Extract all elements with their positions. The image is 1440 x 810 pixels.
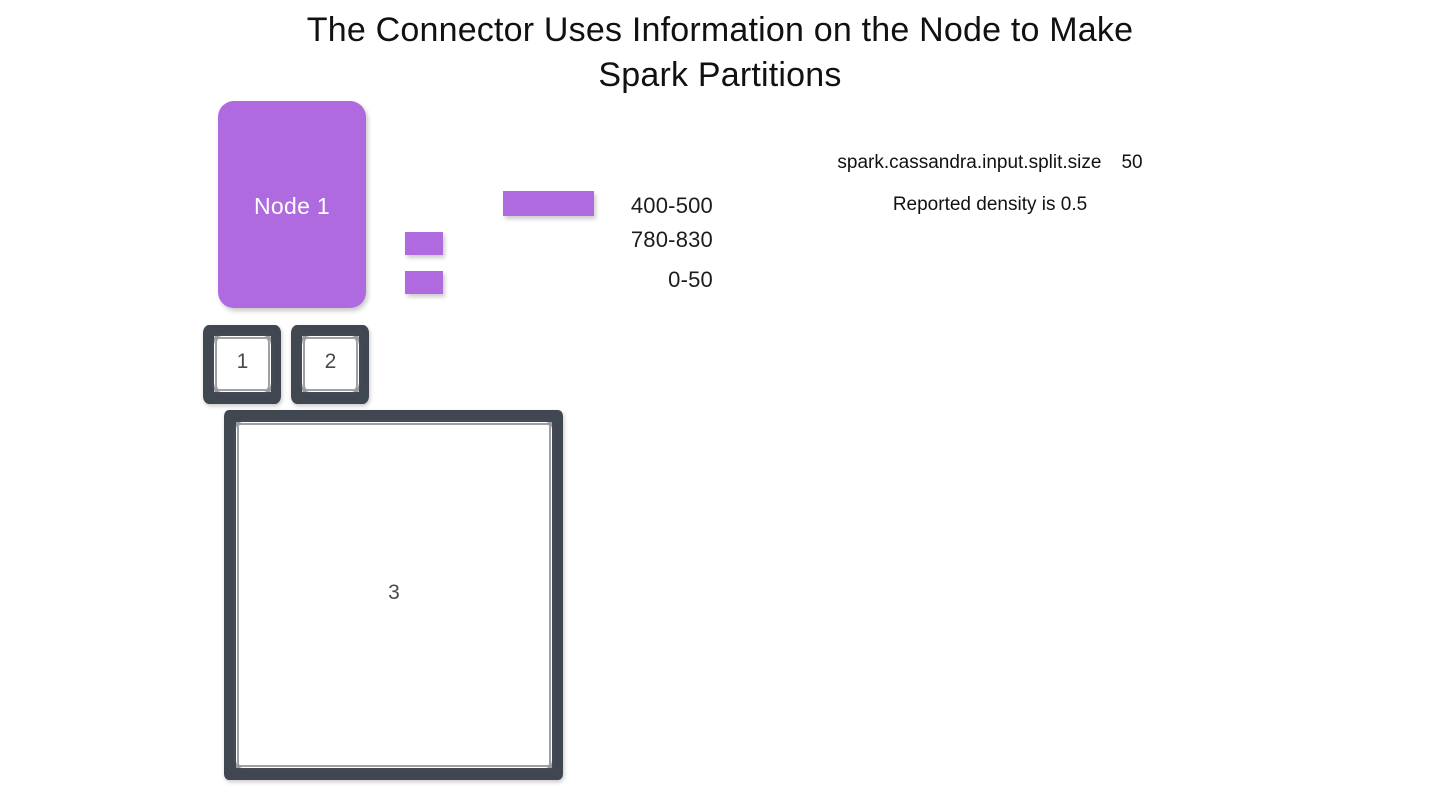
spark-partition-label-1: 1 [236,350,249,373]
reported-density-note: Reported density is 0.5 [892,194,1088,215]
spark-partition-box-2: 2 [291,325,369,404]
token-range-label-2: 780-830 [630,227,713,252]
node-box: Node 1 [218,101,366,308]
spark-partition-box-1: 1 [203,325,281,404]
page-title: The Connector Uses Information on the No… [306,11,1134,94]
split-size-config-key: spark.cassandra.input.split.size [837,152,1102,173]
token-range-label-3: 0-50 [668,267,713,292]
node-box-label: Node 1 [254,193,330,219]
spark-partition-label-2: 2 [324,350,337,373]
token-range-label-1: 400-500 [630,193,713,218]
split-size-config-note: spark.cassandra.input.split.size 50 [780,152,1200,174]
spark-partition-box-3: 3 [224,410,563,780]
token-range-bar-400-500 [503,191,594,216]
token-range-bar-780-830 [405,232,443,255]
split-size-config-value: 50 [1121,152,1143,173]
token-range-bar-0-50 [405,271,443,294]
spark-partition-label-3: 3 [388,581,400,604]
